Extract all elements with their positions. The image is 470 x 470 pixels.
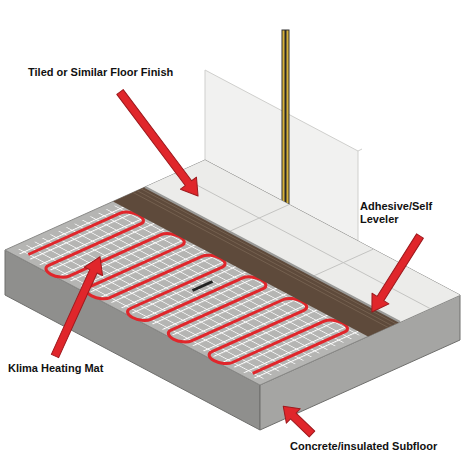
callout-arrow <box>46 253 109 361</box>
slab-top <box>5 160 460 385</box>
callout-label: Klima Heating Mat <box>8 362 103 375</box>
callout-arrow <box>276 399 319 441</box>
concrete-top <box>5 160 460 385</box>
callout-label: Tiled or Similar Floor Finish <box>28 66 173 79</box>
callout-label: Adhesive/Self Leveler <box>360 200 464 226</box>
wall-edge <box>358 149 362 151</box>
callout-label: Concrete/insulated Subfloor <box>290 440 437 453</box>
conduit-stripe <box>285 30 287 204</box>
callout-arrow <box>112 86 206 202</box>
conduit-pipe <box>282 30 289 204</box>
callout-arrow <box>363 231 428 318</box>
floor-sensor <box>193 282 213 291</box>
